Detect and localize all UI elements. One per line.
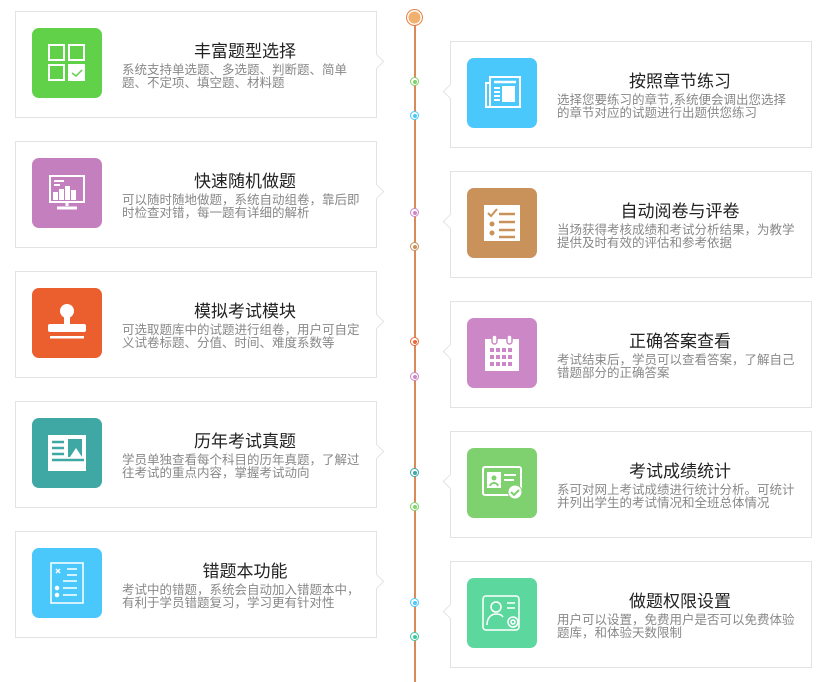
feature-card-permissions: 做题权限设置 用户可以设置，免费用户是否可以免费体验题库，和体验天数限制 — [442, 561, 812, 668]
feature-desc: 可选取题库中的试题进行组卷，用户可自定义试卷标题、分值、时间、难度系数等 — [122, 322, 360, 350]
feature-desc: 系统支持单选题、多选题、判断题、简单题、不定项、填空题、材料题 — [122, 62, 348, 90]
feature-card-score-stats: 考试成绩统计 系可对网上考试成绩进行统计分析。可统计并列出学生的考试情况和全班总… — [442, 431, 812, 538]
newspaper-icon — [467, 58, 537, 128]
monitor-chart-icon — [32, 158, 102, 228]
feature-card-auto-grading: 自动阅卷与评卷 当场获得考核成绩和考试分析结果，为教学提供及时有效的评估和参考依… — [442, 171, 812, 278]
feature-card-error-book: 错题本功能 考试中的错题，系统会自动加入错题本中，有利于学员错题复习，学习更有针… — [15, 531, 385, 638]
checklist-icon — [467, 188, 537, 258]
feature-card-question-types: 丰富题型选择 系统支持单选题、多选题、判断题、简单题、不定项、填空题、材料题 — [15, 11, 385, 118]
feature-title: 历年考试真题 — [194, 432, 296, 452]
timeline-start-dot — [406, 9, 423, 26]
feature-card-chapter-practice: 按照章节练习 选择您要练习的章节,系统便会调出您选择的章节对应的试题进行出题供您… — [442, 41, 812, 148]
error-list-icon — [32, 548, 102, 618]
timeline-dot — [410, 77, 419, 86]
feature-title: 错题本功能 — [202, 562, 288, 582]
feature-desc: 考试结束后，学员可以查看答案，了解自己错题部分的正确答案 — [557, 352, 795, 380]
timeline-dot — [410, 502, 419, 511]
article-image-icon — [32, 418, 102, 488]
id-card-check-icon — [467, 448, 537, 518]
timeline-dot — [410, 208, 419, 217]
timeline-dot — [410, 242, 419, 251]
timeline-dot — [410, 111, 419, 120]
timeline-dot — [410, 468, 419, 477]
user-settings-icon — [467, 578, 537, 648]
timeline-dot — [410, 632, 419, 641]
feature-card-past-exams: 历年考试真题 学员单独查看每个科目的历年真题，了解过往考试的重点内容，掌握考试动… — [15, 401, 385, 508]
stamp-icon — [32, 288, 102, 358]
feature-desc: 选择您要练习的章节,系统便会调出您选择的章节对应的试题进行出题供您练习 — [557, 92, 786, 120]
feature-desc: 当场获得考核成绩和考试分析结果，为教学提供及时有效的评估和参考依据 — [557, 222, 795, 250]
calendar-icon — [467, 318, 537, 388]
timeline-dot — [410, 598, 419, 607]
checklist-grid-icon — [32, 28, 102, 98]
feature-title: 丰富题型选择 — [194, 42, 296, 62]
feature-card-mock-exam: 模拟考试模块 可选取题库中的试题进行组卷，用户可自定义试卷标题、分值、时间、难度… — [15, 271, 385, 378]
timeline-dot — [410, 372, 419, 381]
feature-title: 模拟考试模块 — [194, 302, 296, 322]
timeline-line — [414, 18, 416, 682]
feature-card-random-practice: 快速随机做题 可以随时随地做题，系统自动组卷，靠后即时检查对错，每一题有详细的解… — [15, 141, 385, 248]
feature-desc: 学员单独查看每个科目的历年真题，了解过往考试的重点内容，掌握考试动向 — [122, 452, 360, 480]
feature-title: 自动阅卷与评卷 — [620, 202, 740, 222]
feature-title: 按照章节练习 — [629, 72, 731, 92]
feature-title: 考试成绩统计 — [629, 462, 731, 482]
feature-desc: 考试中的错题，系统会自动加入错题本中，有利于学员错题复习，学习更有针对性 — [122, 582, 360, 610]
timeline-dot — [410, 337, 419, 346]
feature-desc: 系可对网上考试成绩进行统计分析。可统计并列出学生的考试情况和全班总体情况 — [557, 482, 795, 510]
feature-desc: 可以随时随地做题，系统自动组卷，靠后即时检查对错，每一题有详细的解析 — [122, 192, 360, 220]
feature-title: 正确答案查看 — [629, 332, 731, 352]
feature-card-answer-review: 正确答案查看 考试结束后，学员可以查看答案，了解自己错题部分的正确答案 — [442, 301, 812, 408]
feature-desc: 用户可以设置，免费用户是否可以免费体验题库，和体验天数限制 — [557, 612, 795, 640]
feature-title: 做题权限设置 — [629, 592, 731, 612]
feature-title: 快速随机做题 — [194, 172, 296, 192]
